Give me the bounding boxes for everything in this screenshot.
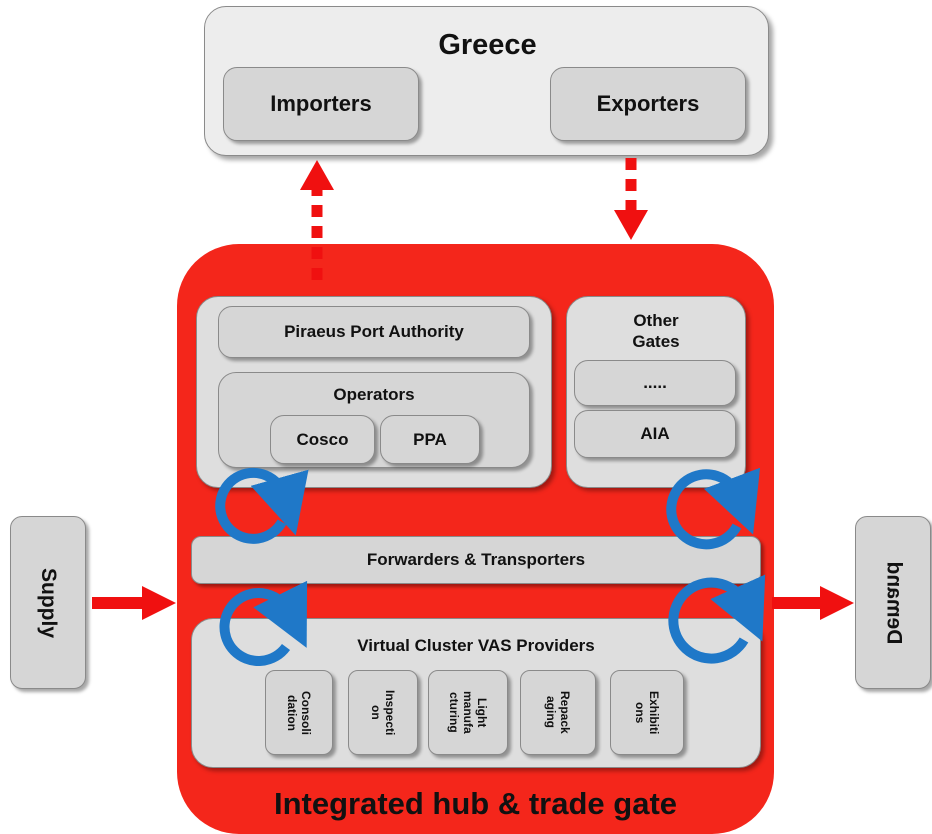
operators-title: Operators [333, 385, 415, 404]
service-light-manufacturing: Light manufa cturing [428, 670, 508, 755]
greece-title: Greece [438, 29, 537, 61]
operator-cosco: Cosco [270, 415, 375, 464]
service-consolidation: Consoli dation [265, 670, 333, 755]
forwarders-transporters: Forwarders & Transporters [191, 536, 761, 584]
cycle-icon-bottom-left [219, 580, 308, 666]
other-gates-title: Other Gates [632, 311, 680, 351]
service-light-manufacturing-label: Light manufa cturing [447, 691, 489, 734]
exporters-box: Exporters [550, 67, 746, 141]
arrow-hub-to-demand [772, 586, 854, 620]
service-repackaging: Repack aging [520, 670, 596, 755]
gate-aia: AIA [574, 410, 736, 458]
arrow-to-importers [300, 160, 334, 280]
service-repackaging-label: Repack aging [544, 691, 572, 734]
cycle-icon-top-left [215, 467, 309, 544]
operator-ppa: PPA [380, 415, 480, 464]
piraeus-port-authority: Piraeus Port Authority [218, 306, 530, 358]
service-exhibitions: Exhibiti ons [610, 670, 684, 755]
gate-ellipsis: ..... [574, 360, 736, 406]
service-inspection: Inspecti on [348, 670, 418, 755]
demand-box: Demand [855, 516, 931, 689]
cycle-icon-top-right [666, 467, 760, 550]
vas-title: Virtual Cluster VAS Providers [357, 636, 595, 655]
arrow-from-exporters [614, 158, 648, 240]
hub-title: Integrated hub & trade gate [273, 786, 678, 821]
supply-box: Supply [10, 516, 86, 689]
service-consolidation-label: Consoli dation [285, 690, 313, 735]
importers-box: Importers [223, 67, 419, 141]
greece-panel: Greece Importers Exporters [204, 6, 769, 156]
arrow-supply-to-hub [92, 586, 176, 620]
cycle-icon-bottom-right [668, 574, 766, 664]
service-inspection-label: Inspecti on [369, 689, 397, 736]
service-exhibitions-label: Exhibiti ons [633, 690, 661, 735]
